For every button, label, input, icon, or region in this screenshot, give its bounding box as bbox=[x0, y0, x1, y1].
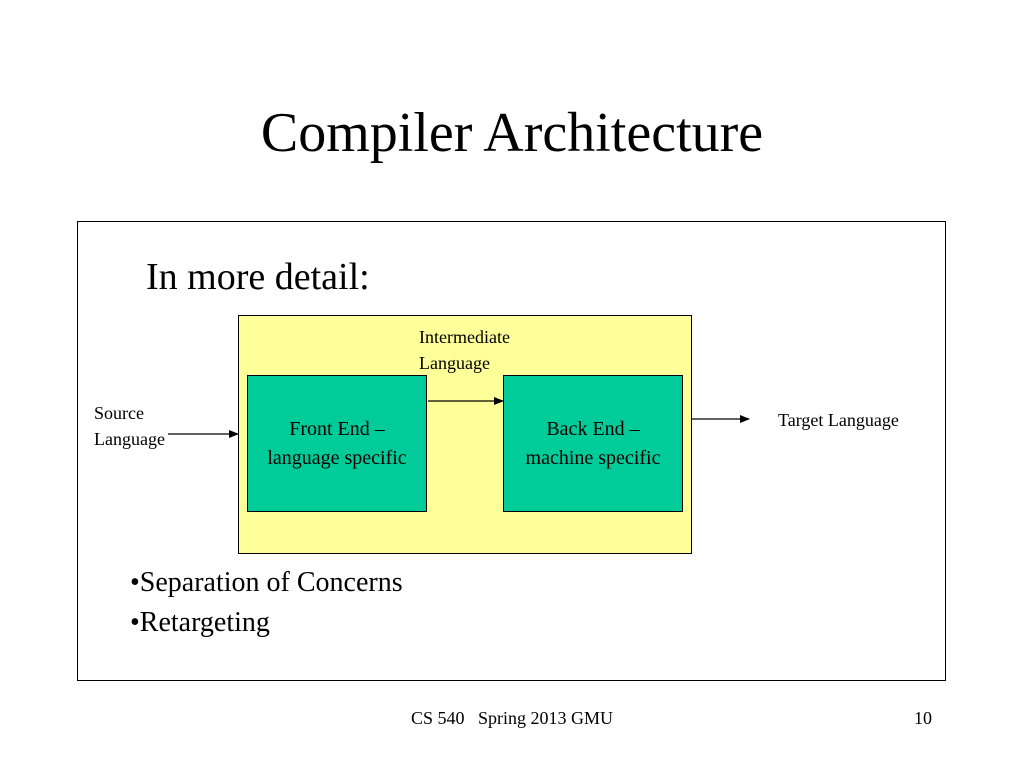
front-end-label: Front End – language specific bbox=[267, 417, 407, 469]
source-language-label: Source Language bbox=[94, 403, 165, 449]
bullet-item: •Retargeting bbox=[130, 607, 270, 638]
target-language-label: Target Language bbox=[778, 410, 899, 430]
footer-course-info: CS 540 Spring 2013 GMU bbox=[410, 708, 614, 728]
front-end-box: Front End – language specific bbox=[247, 375, 427, 512]
content-frame bbox=[77, 221, 946, 681]
back-end-label: Back End – machine specific bbox=[525, 417, 661, 469]
slide-title: Compiler Architecture bbox=[260, 102, 764, 164]
bullet-item: •Separation of Concerns bbox=[130, 567, 403, 598]
bullet-list: •Separation of Concerns •Retargeting bbox=[130, 563, 403, 643]
intermediate-language-label: Intermediate Language bbox=[419, 327, 510, 373]
back-end-box: Back End – machine specific bbox=[503, 375, 683, 512]
subheading: In more detail: bbox=[146, 256, 370, 298]
page-number: 10 bbox=[914, 708, 932, 728]
